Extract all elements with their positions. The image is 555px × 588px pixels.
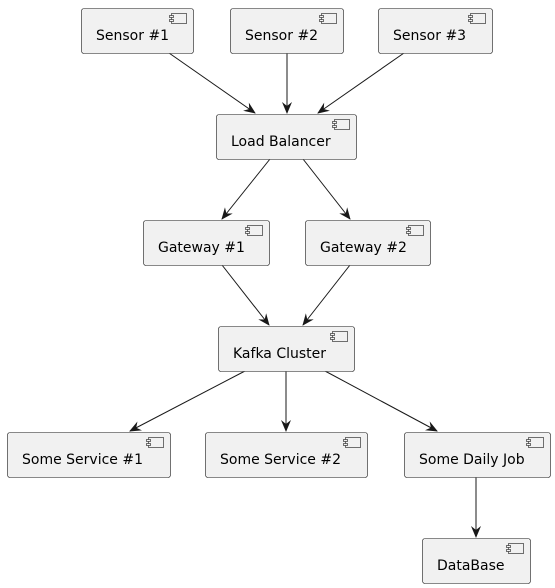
- node-box: [378, 8, 493, 54]
- node-gw2: Gateway #2: [305, 220, 431, 266]
- node-svc2: Some Service #2: [205, 432, 368, 478]
- node-label: Gateway #2: [320, 240, 407, 256]
- node-lb: Load Balancer: [216, 114, 357, 160]
- edges-layer: [129, 52, 481, 538]
- component-icon: [319, 13, 337, 24]
- node-box: [7, 432, 171, 478]
- component-icon: [506, 543, 524, 554]
- component-icon: [406, 225, 424, 236]
- node-label: Sensor #3: [393, 28, 466, 44]
- edge-gw1-to-kafka: [221, 264, 270, 326]
- node-label: Some Service #2: [220, 452, 341, 468]
- node-job: Some Daily Job: [404, 432, 551, 478]
- component-icon: [330, 331, 348, 342]
- edge-lb-to-gw2: [302, 158, 351, 220]
- component-icon: [343, 437, 361, 448]
- nodes-layer: Sensor #1 Sensor #2 Sensor #3 Load Balancer…: [7, 8, 551, 584]
- node-box: [218, 326, 355, 372]
- node-label: Kafka Cluster: [233, 346, 326, 362]
- node-kafka: Kafka Cluster: [218, 326, 355, 372]
- node-sensor3: Sensor #3: [378, 8, 493, 54]
- node-label: DataBase: [437, 558, 505, 574]
- edge-sensor1-to-lb: [168, 52, 256, 114]
- node-label: Some Service #1: [22, 452, 143, 468]
- node-svc1: Some Service #1: [7, 432, 171, 478]
- component-icon: [526, 437, 544, 448]
- node-box: [81, 8, 194, 54]
- node-label: Some Daily Job: [419, 452, 525, 468]
- edge-kafka-to-job: [324, 370, 438, 432]
- component-icon: [146, 437, 164, 448]
- component-icon: [332, 119, 350, 130]
- node-box: [404, 432, 551, 478]
- edge-lb-to-gw1: [221, 158, 271, 220]
- edge-gw2-to-kafka: [302, 264, 351, 326]
- component-icon: [245, 225, 263, 236]
- edge-sensor3-to-lb: [317, 52, 405, 114]
- component-icon: [169, 13, 187, 24]
- node-label: Load Balancer: [231, 134, 331, 150]
- node-label: Sensor #1: [96, 28, 169, 44]
- node-db: DataBase: [422, 538, 531, 584]
- node-box: [305, 220, 431, 266]
- node-sensor2: Sensor #2: [230, 8, 344, 54]
- component-icon: [468, 13, 486, 24]
- node-label: Sensor #2: [245, 28, 318, 44]
- node-box: [205, 432, 368, 478]
- node-box: [230, 8, 344, 54]
- node-label: Gateway #1: [158, 240, 245, 256]
- node-gw1: Gateway #1: [143, 220, 270, 266]
- node-box: [143, 220, 270, 266]
- node-sensor1: Sensor #1: [81, 8, 194, 54]
- node-box: [216, 114, 357, 160]
- node-box: [422, 538, 531, 584]
- edge-kafka-to-svc1: [129, 370, 246, 432]
